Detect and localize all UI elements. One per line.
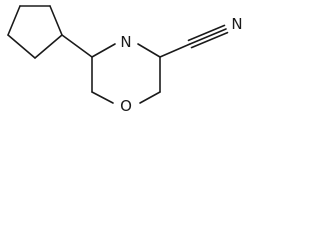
bond-cp-4: [7, 34, 36, 59]
triple-bond-line-2: [187, 24, 226, 42]
nitrile-group: [159, 24, 229, 58]
bond-c5-n4: [91, 43, 116, 58]
bond-cp-3: [34, 34, 63, 59]
ring-oxygen-label: O: [120, 97, 132, 115]
triple-bond-line-3: [190, 31, 229, 49]
ring-nitrogen-label: N: [120, 33, 131, 51]
bond-n4-c3: [137, 43, 161, 58]
chemical-structure-diagram: N O N: [7, 5, 243, 115]
nitrile-nitrogen-label: N: [231, 15, 242, 33]
bond-cyclopentyl-to-ring: [61, 34, 93, 58]
cyclopentyl-ring: [7, 5, 63, 59]
bond-c3-cn: [159, 43, 191, 58]
bond-cp-5: [7, 5, 21, 36]
morpholine-ring: [91, 43, 161, 104]
bond-o1-c6: [91, 91, 114, 104]
triple-bond-line-1: [189, 28, 227, 45]
bond-cp-2: [49, 5, 63, 36]
bond-c2-o1: [139, 91, 161, 104]
